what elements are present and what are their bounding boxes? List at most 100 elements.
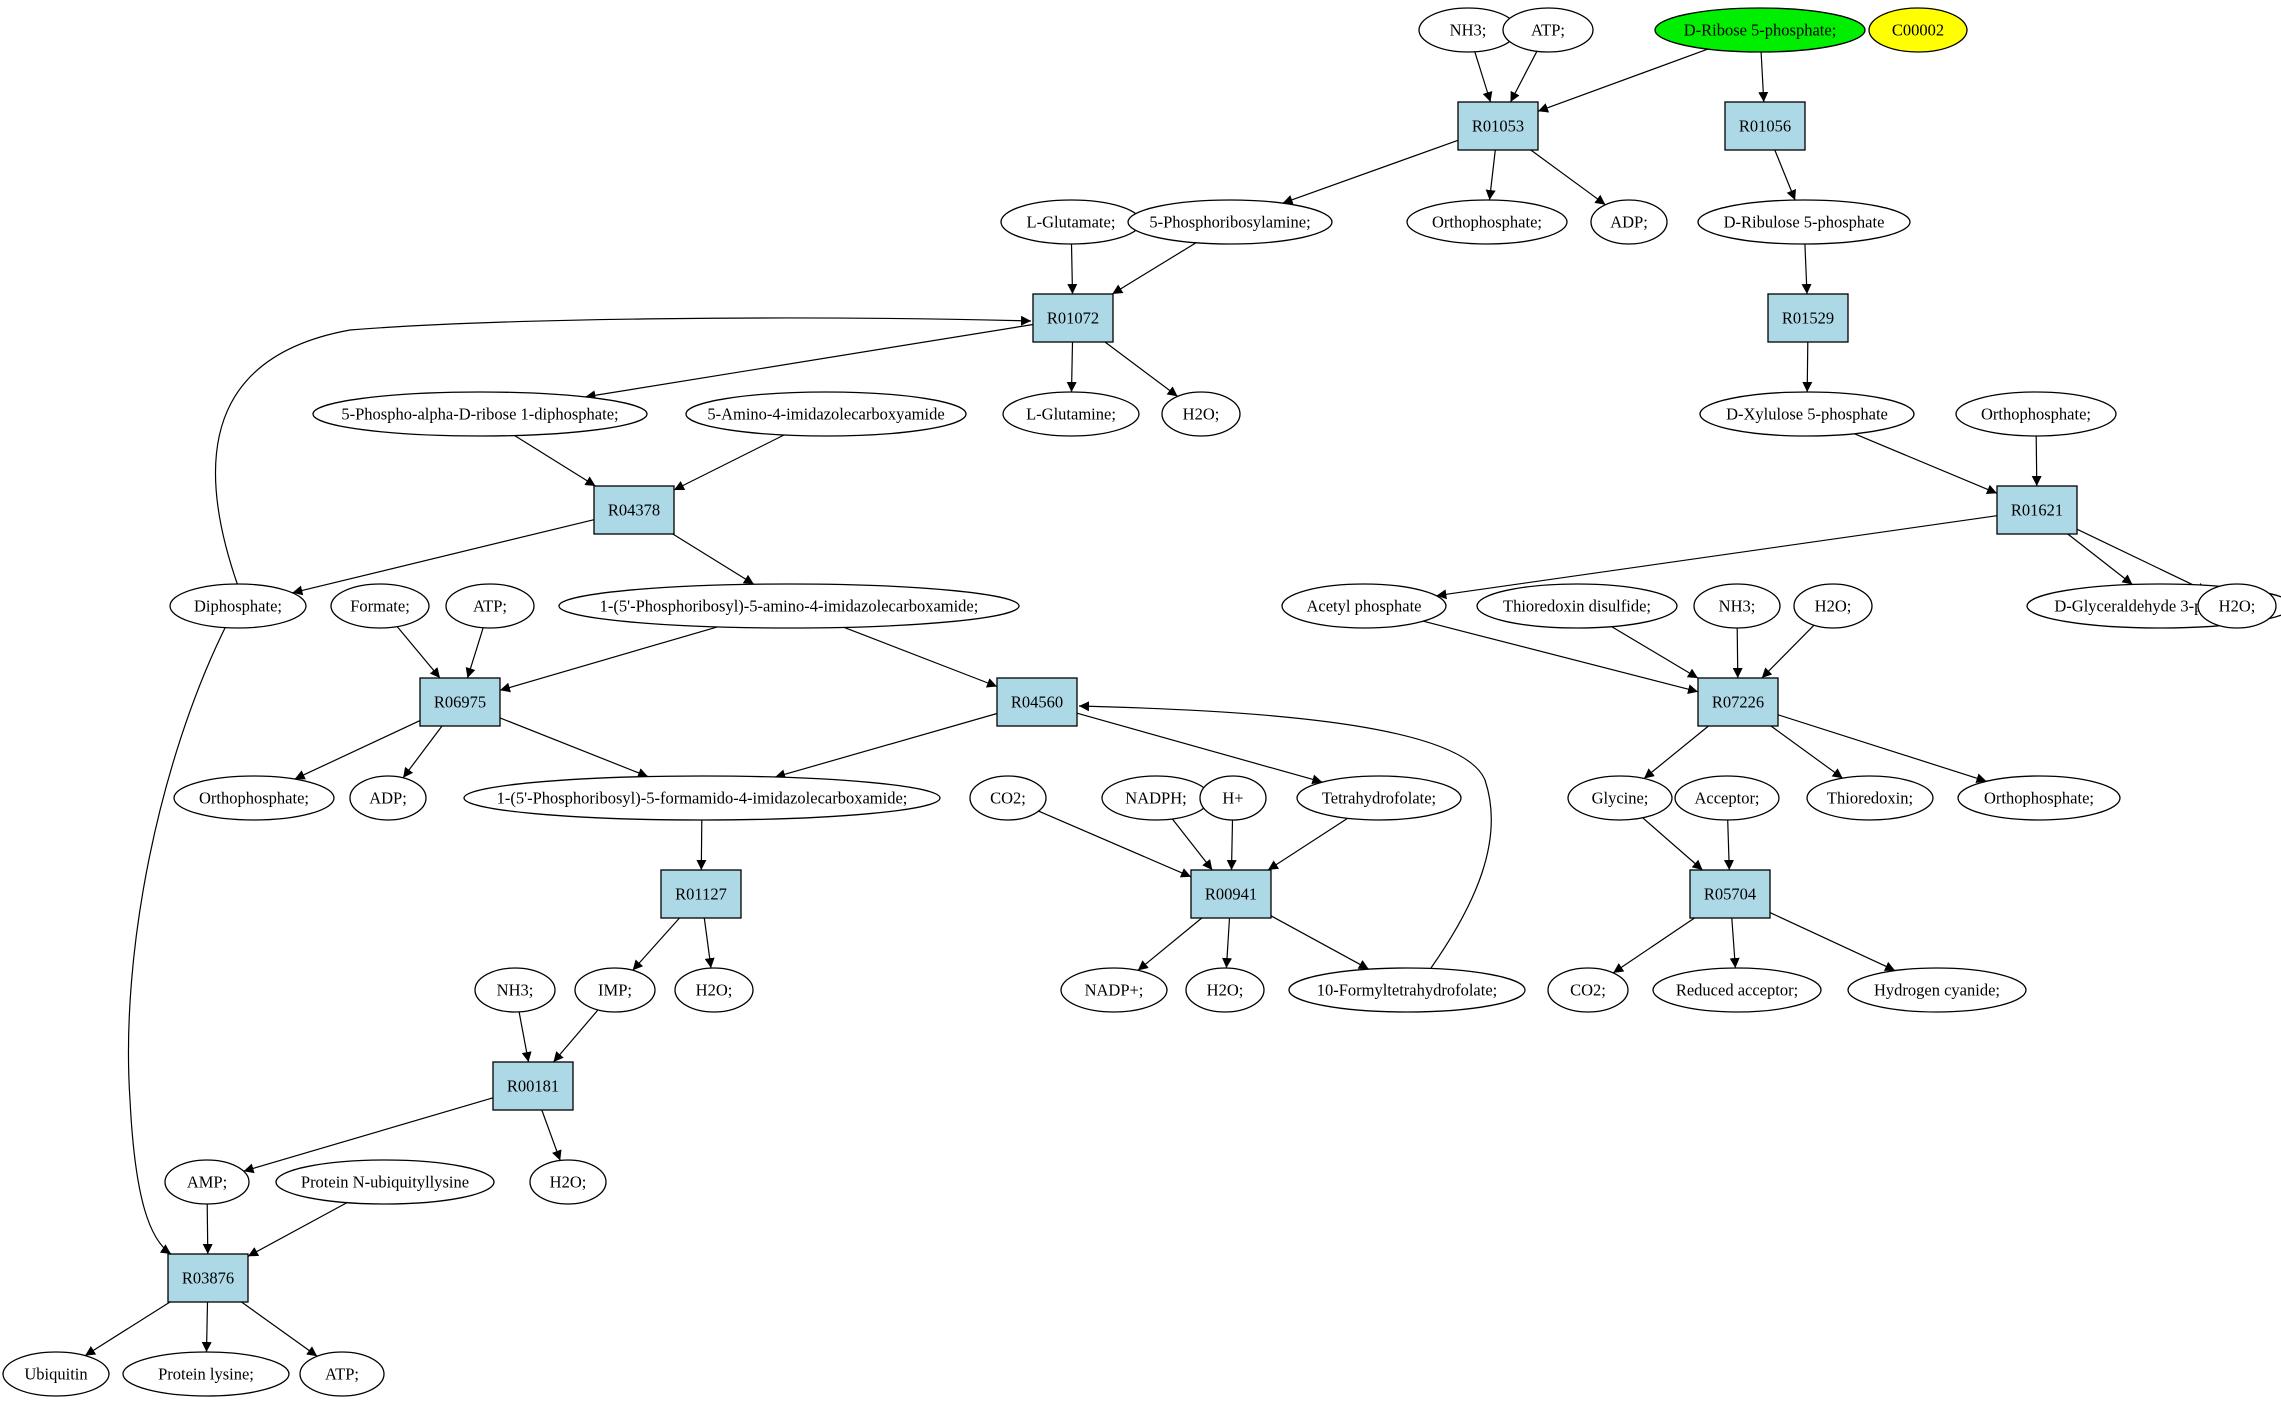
compound-node-n-orth3[interactable]: Orthophosphate; bbox=[173, 775, 335, 821]
compound-node-n-thds[interactable]: Thioredoxin disulfide; bbox=[1476, 583, 1678, 629]
node-label: H2O; bbox=[696, 981, 733, 1000]
node-label: H2O; bbox=[2219, 597, 2256, 616]
reaction-node-r01127[interactable]: R01127 bbox=[660, 869, 742, 919]
compound-ellipse bbox=[312, 391, 648, 437]
reaction-node-r01621[interactable]: R01621 bbox=[1996, 485, 2078, 535]
compound-ellipse bbox=[1288, 967, 1526, 1013]
compound-node-n-orth4[interactable]: Orthophosphate; bbox=[1957, 775, 2121, 821]
compound-node-n-dip[interactable]: Diphosphate; bbox=[169, 583, 307, 629]
compound-node-n-orth2[interactable]: Orthophosphate; bbox=[1955, 391, 2117, 437]
compound-node-n-h2o-2[interactable]: H2O; bbox=[1793, 583, 1873, 629]
compound-node-n-h2o-4[interactable]: H2O; bbox=[674, 967, 754, 1013]
edge-n-nh3-3-to-r00181 bbox=[518, 1011, 532, 1063]
compound-node-n-nadph[interactable]: NADPH; bbox=[1101, 775, 1211, 821]
compound-node-n-ubq[interactable]: Ubiquitin bbox=[2, 1351, 110, 1397]
compound-node-n-thio[interactable]: Thioredoxin; bbox=[1806, 775, 1934, 821]
compound-node-n-imp[interactable]: IMP; bbox=[574, 967, 656, 1013]
compound-node-n-aica[interactable]: 5-Amino-4-imidazolecarboxyamide bbox=[685, 391, 967, 437]
compound-node-n-nh3-2[interactable]: NH3; bbox=[1693, 583, 1781, 629]
compound-node-n-lgln[interactable]: L-Glutamine; bbox=[1002, 391, 1140, 437]
compound-node-n-atp3[interactable]: ATP; bbox=[299, 1351, 385, 1397]
compound-node-n-prpp[interactable]: 5-Phospho-alpha-D-ribose 1-diphosphate; bbox=[312, 391, 648, 437]
reaction-node-r01072[interactable]: R01072 bbox=[1032, 293, 1114, 343]
compound-node-n-redacc[interactable]: Reduced acceptor; bbox=[1652, 967, 1822, 1013]
edge-r01072-to-n-h2o1 bbox=[1104, 341, 1178, 397]
edge-n-amp-to-r03876 bbox=[202, 1203, 213, 1255]
node-label: Orthophosphate; bbox=[1981, 405, 2091, 424]
compound-node-n-adp2[interactable]: ADP; bbox=[349, 775, 427, 821]
reaction-box bbox=[1996, 485, 2078, 535]
compound-node-n-pnub[interactable]: Protein N-ubiquityllysine bbox=[275, 1159, 495, 1205]
edge-n-dip-to-r01072 bbox=[214, 315, 1032, 587]
compound-node-n-nh3-top[interactable]: NH3; bbox=[1418, 7, 1518, 53]
reaction-node-r04560[interactable]: R04560 bbox=[996, 677, 1078, 727]
edge-n-aicar-to-r06975 bbox=[499, 626, 718, 693]
compound-node-n-r5p[interactable]: D-Ribose 5-phosphate; bbox=[1654, 7, 1866, 53]
compound-node-n-amp[interactable]: AMP; bbox=[164, 1159, 250, 1205]
node-label: Diphosphate; bbox=[194, 597, 282, 616]
compound-node-n-nh3-3[interactable]: NH3; bbox=[474, 967, 556, 1013]
node-label: Formate; bbox=[350, 597, 410, 616]
edge-r07226-to-n-thio bbox=[1770, 725, 1844, 779]
compound-ellipse bbox=[1002, 391, 1140, 437]
compound-node-n-hplus[interactable]: H+ bbox=[1199, 775, 1267, 821]
compound-node-n-co2-1[interactable]: CO2; bbox=[969, 775, 1047, 821]
node-label: 1-(5'-Phosphoribosyl)-5-formamido-4-imid… bbox=[497, 789, 908, 808]
reaction-node-r06975[interactable]: R06975 bbox=[419, 677, 501, 727]
edge-n-10fthf-to-r04560 bbox=[1078, 701, 1492, 969]
compound-node-n-gly[interactable]: Glycine; bbox=[1567, 775, 1673, 821]
compound-node-n-h2o-6[interactable]: H2O; bbox=[529, 1159, 607, 1205]
compound-node-n-c00002[interactable]: C00002 bbox=[1868, 7, 1968, 53]
reaction-node-r07226[interactable]: R07226 bbox=[1697, 677, 1779, 727]
reaction-node-r00941[interactable]: R00941 bbox=[1190, 869, 1272, 919]
compound-node-n-h2o-5[interactable]: H2O; bbox=[1185, 967, 1265, 1013]
edge-n-nh3-2-to-r07226 bbox=[1732, 627, 1743, 679]
reaction-box bbox=[1697, 677, 1779, 727]
reaction-node-r01529[interactable]: R01529 bbox=[1767, 293, 1849, 343]
compound-node-n-h2o1[interactable]: H2O; bbox=[1161, 391, 1241, 437]
reaction-node-r03876[interactable]: R03876 bbox=[167, 1253, 249, 1303]
compound-node-n-acceptor[interactable]: Acceptor; bbox=[1674, 775, 1780, 821]
compound-node-n-xu5p[interactable]: D-Xylulose 5-phosphate bbox=[1699, 391, 1915, 437]
compound-node-n-atp-top[interactable]: ATP; bbox=[1502, 7, 1594, 53]
node-label: L-Glutamine; bbox=[1026, 405, 1116, 424]
compound-node-n-nadp[interactable]: NADP+; bbox=[1060, 967, 1168, 1013]
compound-ellipse bbox=[1185, 967, 1265, 1013]
compound-node-n-5pra[interactable]: 5-Phosphoribosylamine; bbox=[1127, 199, 1333, 245]
compound-node-n-h2o-3[interactable]: H2O; bbox=[2197, 583, 2277, 629]
node-label: H2O; bbox=[1207, 981, 1244, 1000]
compound-node-n-thf[interactable]: Tetrahydrofolate; bbox=[1296, 775, 1462, 821]
node-label: Orthophosphate; bbox=[199, 789, 309, 808]
compound-node-n-acp[interactable]: Acetyl phosphate bbox=[1281, 583, 1447, 629]
reaction-node-r00181[interactable]: R00181 bbox=[492, 1061, 574, 1111]
node-label: Hydrogen cyanide; bbox=[1874, 981, 2000, 1000]
compound-node-n-formate[interactable]: Formate; bbox=[330, 583, 430, 629]
edge-r04378-to-n-aicar bbox=[672, 533, 755, 585]
node-label: CO2; bbox=[1570, 981, 1606, 1000]
reaction-box bbox=[167, 1253, 249, 1303]
node-label: Ubiquitin bbox=[24, 1365, 87, 1384]
compound-node-n-adp1[interactable]: ADP; bbox=[1590, 199, 1668, 245]
reaction-node-r05704[interactable]: R05704 bbox=[1689, 869, 1771, 919]
compound-ellipse bbox=[1697, 199, 1911, 245]
compound-node-n-hcn[interactable]: Hydrogen cyanide; bbox=[1847, 967, 2027, 1013]
reaction-node-r04378[interactable]: R04378 bbox=[593, 485, 675, 535]
compound-node-n-ru5p[interactable]: D-Ribulose 5-phosphate bbox=[1697, 199, 1911, 245]
compound-node-n-plys[interactable]: Protein lysine; bbox=[122, 1351, 290, 1397]
compound-node-n-10fthf[interactable]: 10-Formyltetrahydrofolate; bbox=[1288, 967, 1526, 1013]
compound-node-n-aicar[interactable]: 1-(5'-Phosphoribosyl)-5-amino-4-imidazol… bbox=[558, 583, 1020, 629]
reaction-box bbox=[1457, 101, 1539, 151]
reaction-node-r01053[interactable]: R01053 bbox=[1457, 101, 1539, 151]
compound-node-n-orth1[interactable]: Orthophosphate; bbox=[1406, 199, 1568, 245]
compound-ellipse bbox=[1847, 967, 2027, 1013]
compound-node-n-co2-2[interactable]: CO2; bbox=[1547, 967, 1629, 1013]
compound-ellipse bbox=[122, 1351, 290, 1397]
compound-ellipse bbox=[674, 967, 754, 1013]
compound-node-n-atp2[interactable]: ATP; bbox=[445, 583, 535, 629]
compound-node-n-lglu[interactable]: L-Glutamate; bbox=[1000, 199, 1142, 245]
node-label: R01072 bbox=[1047, 309, 1099, 328]
compound-node-n-faicar[interactable]: 1-(5'-Phosphoribosyl)-5-formamido-4-imid… bbox=[463, 775, 941, 821]
reaction-node-r01056[interactable]: R01056 bbox=[1724, 101, 1806, 151]
compound-ellipse bbox=[173, 775, 335, 821]
edge-r01621-to-n-g3p bbox=[2067, 533, 2133, 585]
